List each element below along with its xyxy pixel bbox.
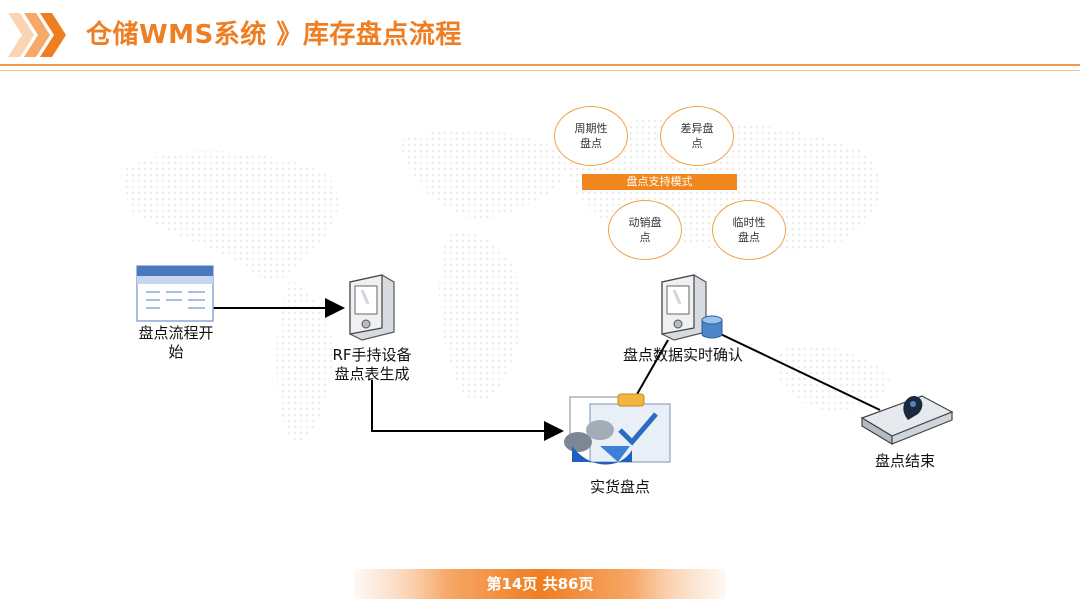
end-device-icon: [860, 395, 954, 446]
node-label-physical: 实货盘点: [589, 478, 650, 496]
node-label-start-line1: 盘点流程开: [138, 324, 214, 342]
mode-bubble-variance-line2: 点: [691, 137, 703, 150]
mode-bubble-periodic: 周期性盘点: [554, 106, 628, 166]
clipboard-people-icon: [564, 393, 671, 465]
node-label-end: 盘点结束: [874, 452, 935, 470]
node-label-start-line2: 始: [168, 343, 184, 361]
node-label-rf: RF手持设备 盘点表生成: [312, 346, 432, 384]
connector-confirm-to-end: [711, 329, 881, 411]
header-divider-thin: [0, 70, 1080, 71]
handheld-database-icon: [661, 274, 723, 341]
mode-bubble-movement-line2: 点: [639, 231, 651, 244]
node-label-rf-line2: 盘点表生成: [334, 365, 410, 383]
slide-header: 仓储WMS系统 》库存盘点流程: [0, 0, 1080, 70]
page-indicator-background: [355, 569, 725, 599]
mode-bubble-adhoc-line2: 盘点: [738, 231, 760, 244]
mode-bubble-variance: 差异盘点: [660, 106, 734, 166]
page-number-text: 第14页 共86页: [486, 575, 594, 593]
mode-bubble-adhoc-line1: 临时性: [732, 216, 766, 229]
node-label-rf-line1: RF手持设备: [332, 346, 412, 364]
mode-bubble-periodic-line2: 盘点: [580, 137, 602, 150]
handheld-device-icon: [349, 274, 395, 341]
mode-bubble-movement-line1: 动销盘: [628, 216, 662, 229]
chevrons-icon: [8, 13, 66, 57]
header-divider: [0, 64, 1080, 66]
connector-physical-to-confirm: [635, 339, 669, 397]
node-label-start: 盘点流程开 始: [120, 324, 232, 362]
mode-support-bar: 盘点支持模式: [582, 174, 737, 190]
mode-bubble-adhoc: 临时性盘点: [712, 200, 786, 260]
connector-rf-to-physical: [371, 380, 564, 441]
page-title: 仓储WMS系统 》库存盘点流程: [86, 20, 462, 50]
table-icon: [136, 265, 214, 322]
mode-bubble-variance-line1: 差异盘: [680, 122, 714, 135]
page-indicator: 第14页 共86页: [355, 569, 725, 599]
mode-bubble-movement: 动销盘点: [608, 200, 682, 260]
mode-bubble-periodic-line1: 周期性: [574, 122, 608, 135]
node-label-confirm: 盘点数据实时确认: [622, 346, 743, 364]
world-map-background: [120, 119, 890, 442]
